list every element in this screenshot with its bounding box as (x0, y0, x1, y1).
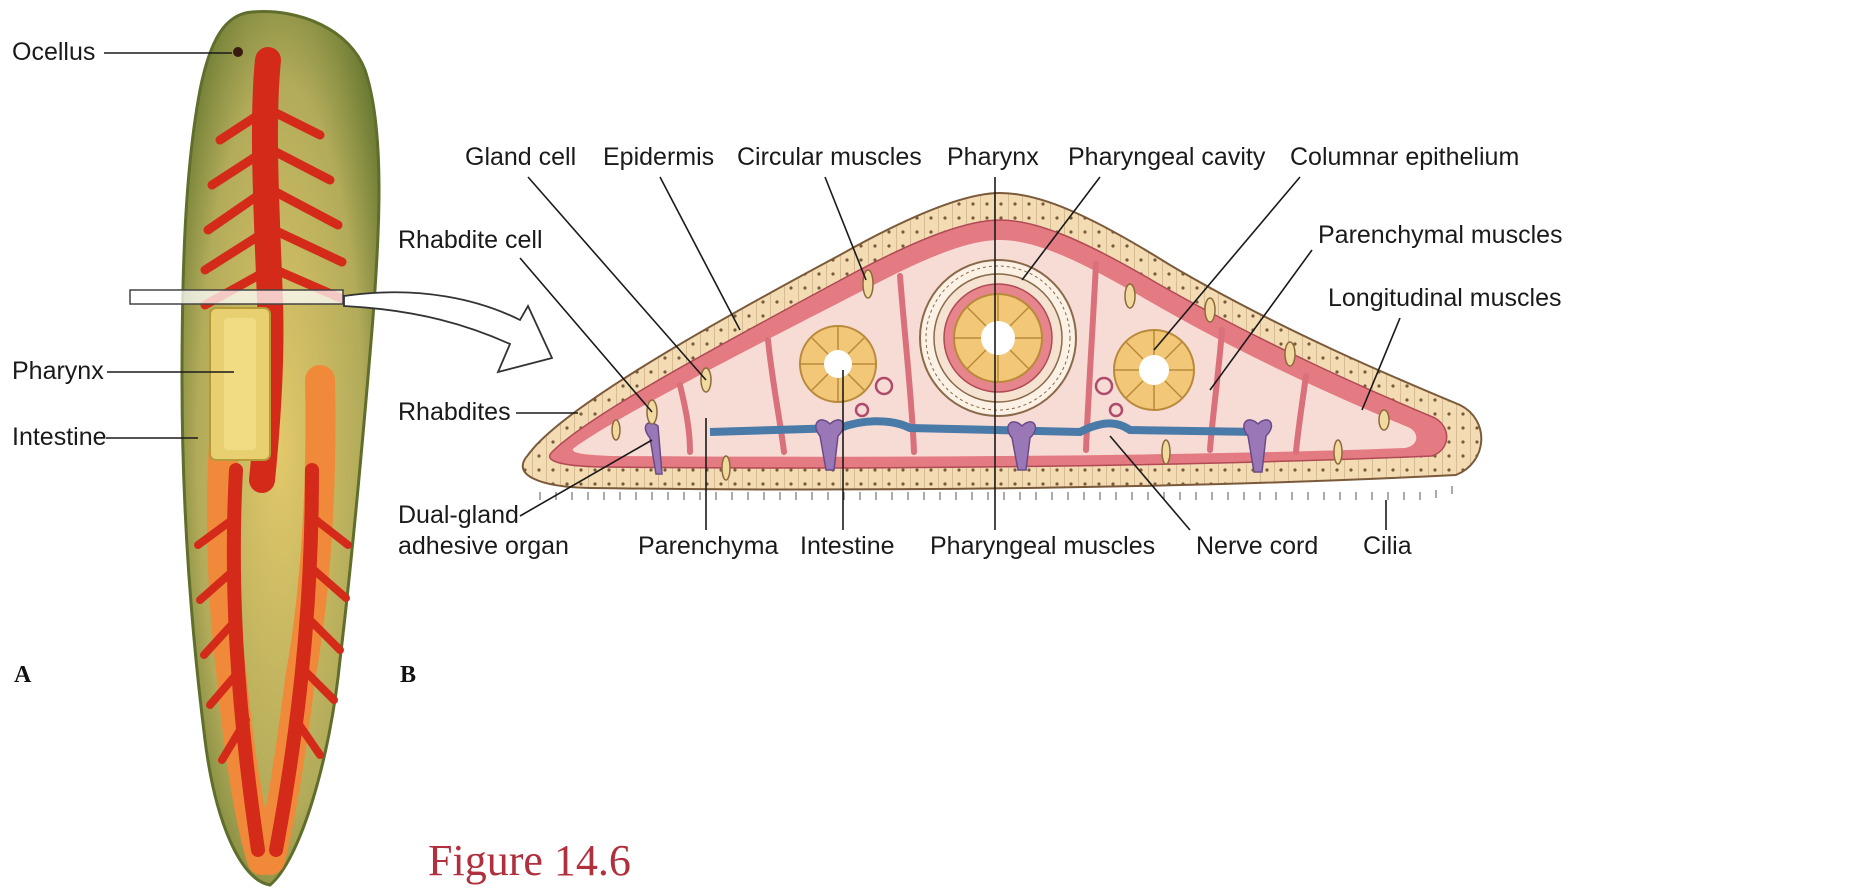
label-pharyngeal-cavity: Pharyngeal cavity (1068, 143, 1266, 171)
label-cilia: Cilia (1363, 532, 1412, 560)
label-pharynx-a: Pharynx (12, 357, 104, 385)
section-plane-marker (130, 290, 343, 304)
label-epidermis: Epidermis (603, 143, 714, 171)
label-dual-gland-1: Dual-gland (398, 501, 519, 529)
label-rhabdite-cell: Rhabdite cell (398, 226, 543, 254)
label-gland-cell: Gland cell (465, 143, 576, 171)
magnification-arrow (344, 292, 552, 372)
label-ocellus: Ocellus (12, 38, 95, 66)
label-nerve-cord: Nerve cord (1196, 532, 1318, 560)
figure-caption: Figure 14.6 (428, 836, 631, 885)
label-pharynx-b: Pharynx (947, 143, 1039, 171)
panel-letter-b: B (400, 662, 416, 688)
ocellus-spot (233, 47, 243, 57)
label-pharyngeal-muscles: Pharyngeal muscles (930, 532, 1155, 560)
label-intestine-b: Intestine (800, 532, 895, 560)
intestine-right (1114, 330, 1194, 410)
pharynx-section (920, 260, 1076, 416)
label-intestine-a: Intestine (12, 423, 107, 451)
label-columnar-epithelium: Columnar epithelium (1290, 143, 1519, 171)
label-parenchyma: Parenchyma (638, 532, 778, 560)
label-rhabdites: Rhabdites (398, 398, 511, 426)
leader-epidermis (660, 177, 740, 330)
label-parenchymal-muscles: Parenchymal muscles (1318, 221, 1563, 249)
planarian-whole-body (130, 12, 379, 885)
panel-letter-a: A (14, 662, 32, 688)
label-dual-gland-2: adhesive organ (398, 532, 569, 560)
label-circular-muscles: Circular muscles (737, 143, 922, 171)
intestine-left (800, 326, 876, 402)
leader-gland-cell (528, 177, 706, 380)
label-longitudinal-muscles: Longitudinal muscles (1328, 284, 1561, 312)
